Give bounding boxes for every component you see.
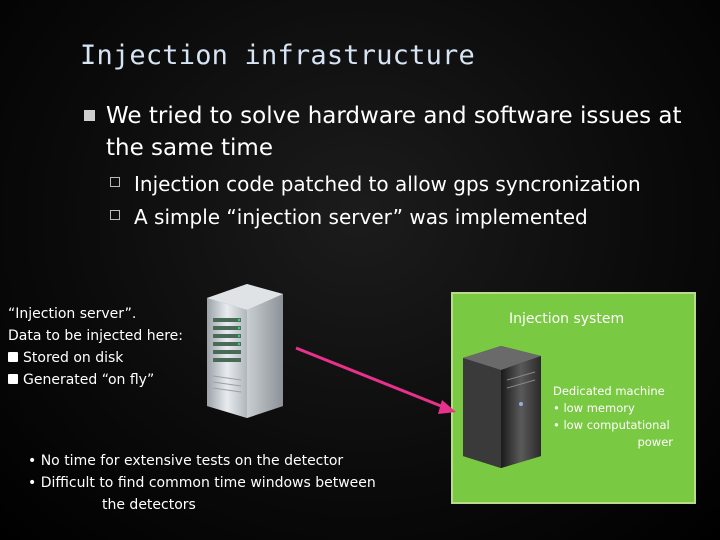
- black-server-tower-icon: [463, 346, 541, 468]
- server-caption-item-2-text: Generated “on fly”: [23, 372, 155, 388]
- sub-bullet-2-text: A simple “injection server” was implemen…: [134, 205, 588, 229]
- sub-bullet-2: A simple “injection server” was implemen…: [110, 205, 588, 229]
- injection-system-description: Dedicated machine • low memory • low com…: [553, 383, 683, 451]
- main-bullet-text: We tried to solve hardware and software …: [106, 103, 682, 161]
- main-bullet: We tried to solve hardware and software …: [84, 100, 684, 164]
- hollow-square-bullet-icon: [110, 177, 120, 187]
- injection-system-title: Injection system: [509, 311, 625, 327]
- notes: • No time for extensive tests on the det…: [28, 450, 376, 516]
- server-caption-item-1: Stored on disk: [8, 347, 183, 369]
- server-caption-line1: “Injection server”.: [8, 306, 137, 322]
- note-1: • No time for extensive tests on the det…: [28, 453, 344, 469]
- injection-system-box: Injection system Dedicated machine • low…: [451, 292, 696, 504]
- desc-line-4: power: [637, 435, 673, 449]
- checkbox-bullet-icon: [8, 374, 18, 384]
- server-caption-item-1-text: Stored on disk: [23, 350, 124, 366]
- desc-line-1: Dedicated machine: [553, 384, 665, 398]
- slide-title: Injection infrastructure: [80, 40, 475, 71]
- desc-line-2: • low memory: [553, 401, 635, 415]
- server-caption: “Injection server”. Data to be injected …: [8, 303, 183, 391]
- sub-bullet-1: Injection code patched to allow gps sync…: [110, 172, 641, 196]
- desc-line-3: • low computational: [553, 418, 670, 432]
- note-2: • Difficult to find common time windows …: [28, 475, 376, 491]
- sub-bullet-1-text: Injection code patched to allow gps sync…: [134, 172, 641, 196]
- server-caption-line2: Data to be injected here:: [8, 328, 183, 344]
- server-tower-icon: [207, 284, 283, 418]
- server-caption-item-2: Generated “on fly”: [8, 369, 183, 391]
- checkbox-bullet-icon: [8, 352, 18, 362]
- note-3: the detectors: [102, 497, 196, 513]
- hollow-square-bullet-icon: [110, 210, 120, 220]
- square-bullet-icon: [84, 110, 95, 121]
